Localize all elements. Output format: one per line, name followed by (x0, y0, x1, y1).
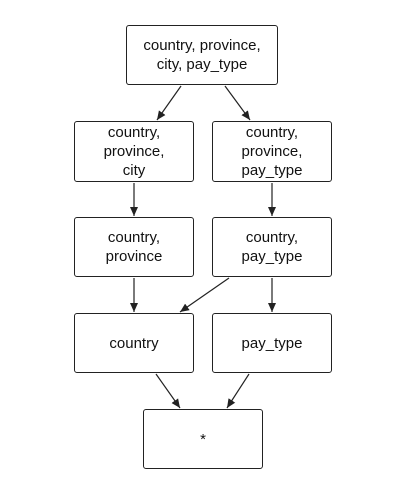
node-country-province: country, province (74, 217, 194, 277)
edge-root-to-country_province_paytype (224, 85, 251, 121)
node-country-province-city-paytype: country, province, city, pay_type (126, 25, 278, 85)
node-label: country, province, city, pay_type (143, 37, 261, 73)
node-country-province-paytype: country, province, pay_type (212, 121, 332, 182)
node-label: country (109, 334, 159, 352)
node-label: country, province, city (103, 124, 165, 179)
edge-paytype-to-all (226, 373, 250, 409)
node-all: * (143, 409, 263, 469)
node-label: country, pay_type (241, 229, 303, 265)
node-country-paytype: country, pay_type (212, 217, 332, 277)
node-label: * (200, 430, 206, 448)
node-label: pay_type (241, 334, 303, 352)
edge-country_paytype-to-country (179, 277, 230, 313)
edge-root-to-country_province_city (156, 85, 182, 121)
node-paytype: pay_type (212, 313, 332, 373)
node-country: country (74, 313, 194, 373)
node-label: country, province, pay_type (241, 124, 303, 179)
node-label: country, province (105, 229, 163, 265)
edge-country-to-all (155, 373, 181, 409)
node-country-province-city: country, province, city (74, 121, 194, 182)
